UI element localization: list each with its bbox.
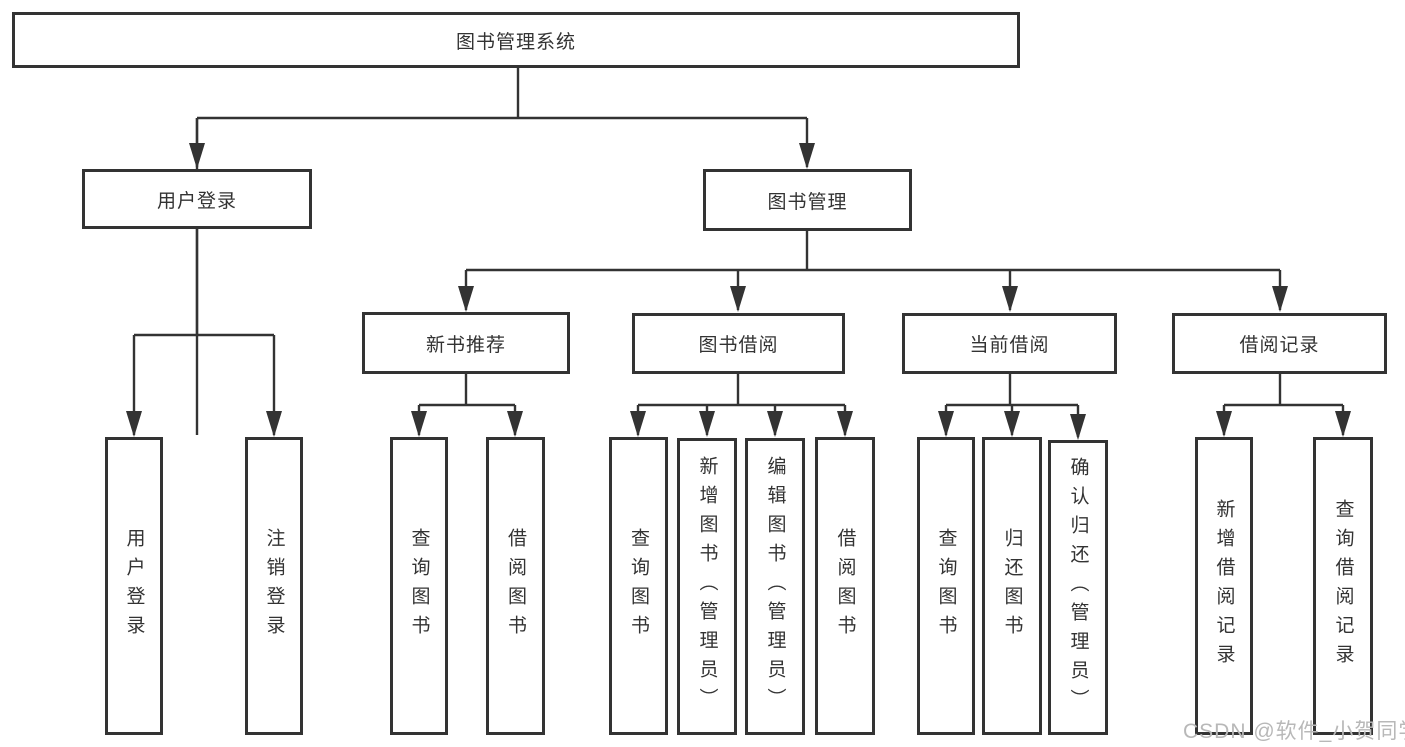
node-borrow-records: 借阅记录 <box>1172 313 1387 374</box>
node-label: 编辑图书（管理员） <box>764 456 786 717</box>
node-library-management-system: 图书管理系统 <box>12 12 1020 68</box>
leaf-add-borrow-record: 新增借阅记录 <box>1195 437 1253 735</box>
leaf-borrow-book: 借阅图书 <box>815 437 875 735</box>
node-label: 查询图书 <box>935 528 957 644</box>
leaf-add-book-admin: 新增图书（管理员） <box>677 438 737 735</box>
leaf-query-book-recommend: 查询图书 <box>390 437 448 735</box>
node-label: 新书推荐 <box>425 334 506 356</box>
node-label: 用户登录 <box>123 528 145 644</box>
leaf-return-book: 归还图书 <box>982 437 1042 735</box>
node-user-login: 用户登录 <box>82 169 312 229</box>
node-label: 用户登录 <box>156 190 237 212</box>
leaf-query-book-current: 查询图书 <box>917 437 975 735</box>
leaf-user-login: 用户登录 <box>105 437 163 735</box>
leaf-query-borrow-record: 查询借阅记录 <box>1313 437 1373 735</box>
node-label: 新增图书（管理员） <box>696 456 718 717</box>
node-label: 查询图书 <box>628 528 649 644</box>
node-label: 查询借阅记录 <box>1332 499 1354 673</box>
node-label: 借阅图书 <box>505 528 526 644</box>
node-label: 注销登录 <box>263 528 285 644</box>
node-label: 归还图书 <box>1001 528 1023 644</box>
node-label: 图书借阅 <box>698 335 779 356</box>
node-label: 当前借阅 <box>969 335 1050 356</box>
leaf-borrow-book-recommend: 借阅图书 <box>486 437 545 735</box>
node-book-management: 图书管理 <box>703 169 912 231</box>
node-label: 图书管理系统 <box>455 31 576 53</box>
node-label: 借阅图书 <box>834 528 856 644</box>
node-current-borrow: 当前借阅 <box>902 313 1117 374</box>
node-label: 图书管理 <box>767 191 848 213</box>
node-label: 查询图书 <box>408 528 430 644</box>
watermark-text: CSDN @软件_小贺同学 <box>1183 720 1405 743</box>
node-new-book-recommend: 新书推荐 <box>362 312 570 374</box>
node-book-borrow: 图书借阅 <box>632 313 845 374</box>
node-label: 新增借阅记录 <box>1213 499 1235 673</box>
leaf-edit-book-admin: 编辑图书（管理员） <box>745 438 805 735</box>
node-label: 借阅记录 <box>1239 335 1320 356</box>
leaf-confirm-return-admin: 确认归还（管理员） <box>1048 440 1108 735</box>
node-label: 确认归还（管理员） <box>1067 457 1089 718</box>
leaf-query-book-borrow: 查询图书 <box>609 437 668 735</box>
leaf-logout: 注销登录 <box>245 437 303 735</box>
arrowheads <box>126 143 1351 440</box>
